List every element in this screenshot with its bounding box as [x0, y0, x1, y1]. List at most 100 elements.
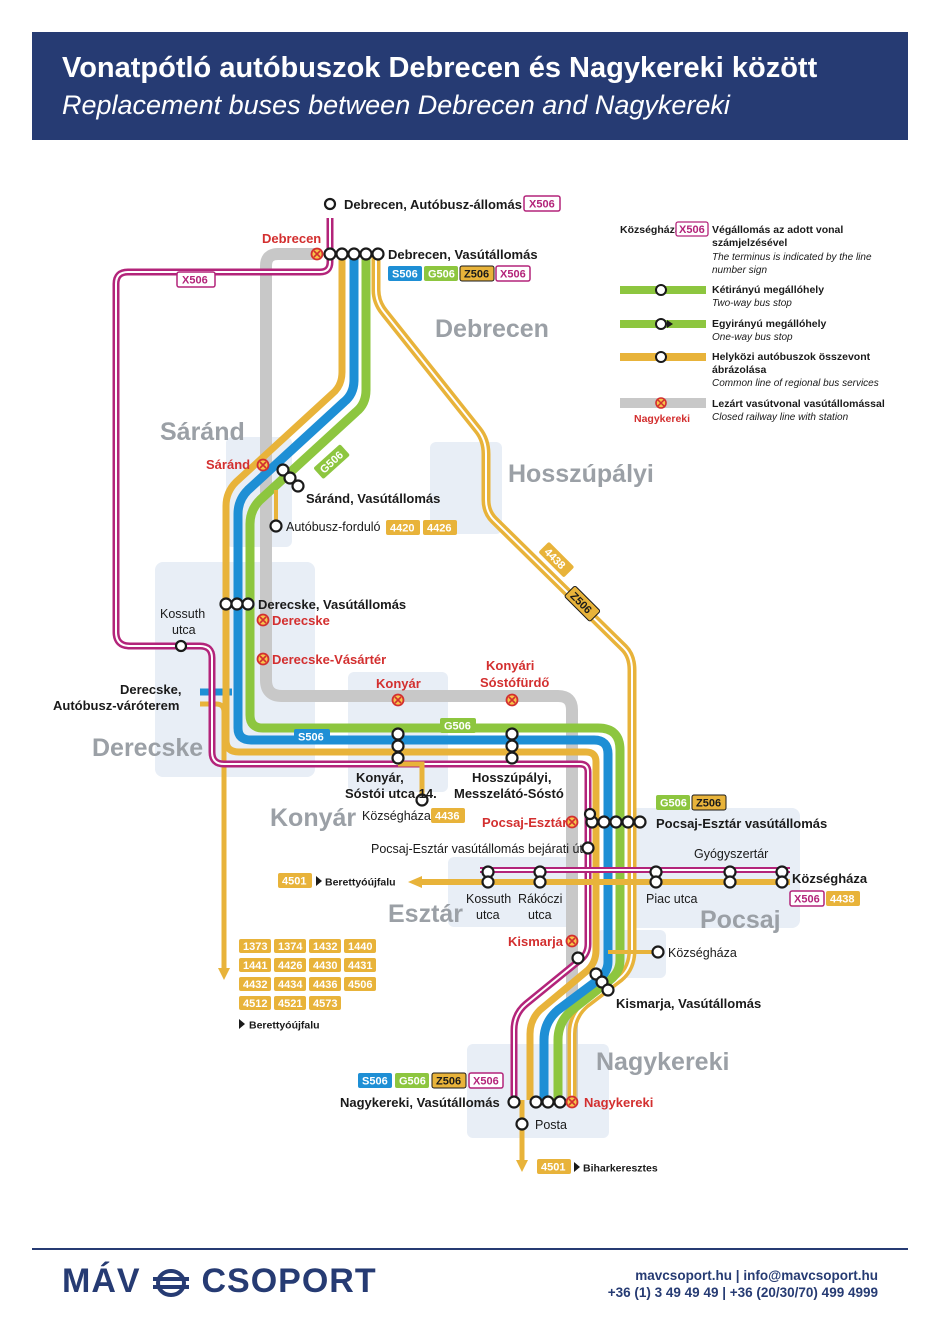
label-debrecen-rail: Debrecen, Vasútállomás — [388, 247, 538, 262]
badge-s506-route: S506 — [294, 729, 330, 744]
town-debrecen: Debrecen — [435, 315, 549, 343]
badges-nagykereki-rail: S506 G506 Z506 X506 — [358, 1072, 504, 1089]
town-hosszupalyi: Hosszúpályi — [508, 460, 654, 488]
svg-text:X506: X506 — [500, 269, 526, 281]
label-gyogyszertar: Gyógyszertár — [694, 847, 768, 861]
label-kossuth-1: Kossuth — [160, 607, 205, 621]
legend-terminus-badge: X506 — [679, 224, 705, 236]
contact-phone[interactable]: +36 (1) 3 49 49 49 | +36 (20/30/70) 499 … — [607, 1285, 878, 1300]
svg-text:Z506: Z506 — [696, 798, 721, 810]
label-hosszupalyi-messz-1: Hosszúpályi, — [472, 770, 551, 785]
town-pocsaj: Pocsaj — [700, 906, 781, 934]
svg-text:1440: 1440 — [348, 941, 372, 953]
svg-text:X506: X506 — [529, 199, 555, 211]
svg-text:4506: 4506 — [348, 979, 372, 991]
svg-text:G506: G506 — [660, 798, 687, 810]
svg-text:4420: 4420 — [390, 523, 414, 535]
badge-x506-branch: X506 — [176, 271, 216, 288]
badges-pocsaj-kozseghaza: X506 4438 — [789, 890, 860, 907]
label-konyar-kozseghaza: Községháza — [362, 809, 431, 823]
mav-logo-icon — [153, 1269, 190, 1298]
svg-text:1432: 1432 — [313, 941, 337, 953]
legend-twoway-en: Two-way bus stop — [712, 298, 792, 309]
label-rakoczi-2: utca — [528, 908, 552, 922]
label-kossuth-utca-1: Kossuth — [466, 892, 511, 906]
footer-divider — [32, 1248, 908, 1250]
svg-text:4573: 4573 — [313, 998, 337, 1010]
regional-line-main — [222, 254, 600, 1100]
closed-stations — [256, 247, 579, 1109]
svg-text:G506: G506 — [444, 721, 471, 733]
svg-text:S506: S506 — [298, 732, 324, 744]
label-berettyoujfalu-1: Berettyóújfalu — [325, 877, 396, 889]
label-debrecen-bus: Debrecen, Autóbusz-állomás — [344, 197, 522, 212]
svg-text:1441: 1441 — [243, 960, 267, 972]
town-sarand: Sáránd — [160, 418, 245, 446]
label-rakoczi-1: Rákóczi — [518, 892, 562, 906]
legend-terminus-hu-1: Végállomás az adott vonal — [712, 224, 843, 236]
svg-text:4431: 4431 — [348, 960, 372, 972]
svg-text:Z506: Z506 — [464, 269, 489, 281]
label-kossuth-2: utca — [172, 623, 196, 637]
contact-block: mavcsoport.hu | info@mavcsoport.hu +36 (… — [608, 1267, 878, 1301]
svg-text:4436: 4436 — [435, 811, 459, 823]
badges-debrecen-rail: S506 G506 Z506 X506 — [388, 265, 531, 282]
label-konyar-sostoi-2: Sóstói utca 14. — [345, 786, 437, 801]
label-kossuth-utca-2: utca — [476, 908, 500, 922]
label-derecske-vasarter: Derecske-Vásártér — [272, 652, 386, 667]
label-biharkeresztes: Biharkeresztes — [583, 1163, 658, 1175]
label-berettyoujfalu-2: Berettyóújfalu — [249, 1020, 320, 1032]
badge-4436: 4436 — [431, 808, 465, 823]
label-derecske-bus-1: Derecske, — [120, 682, 181, 697]
label-kismarja-kozseghaza: Községháza — [668, 946, 737, 960]
logo-mav: MÁV — [62, 1262, 141, 1300]
label-nagykereki-closed: Nagykereki — [584, 1095, 653, 1110]
label-pocsaj-esztar-closed: Pocsaj-Esztár — [482, 815, 567, 830]
svg-text:4426: 4426 — [427, 523, 451, 535]
legend-regional-hu-1: Helyközi autóbuszok összevont — [712, 351, 871, 363]
svg-text:4430: 4430 — [313, 960, 337, 972]
g506-line — [245, 254, 625, 1100]
label-konyari-sosto-2: Sóstófürdő — [480, 675, 549, 690]
label-konyar-sostoi-1: Konyár, — [356, 770, 404, 785]
svg-text:X506: X506 — [182, 275, 208, 287]
badges-regional-list: 1373 1374 1432 1440 1441 4426 4430 4431 … — [239, 939, 376, 1010]
label-piac-utca: Piac utca — [646, 892, 697, 906]
badge-g506-route-2: G506 — [440, 718, 476, 733]
svg-text:4521: 4521 — [278, 998, 302, 1010]
svg-text:4436: 4436 — [313, 979, 337, 991]
label-pocsaj-kozseghaza: Községháza — [792, 871, 868, 886]
svg-text:4501: 4501 — [282, 876, 306, 888]
label-nagykereki-rail: Nagykereki, Vasútállomás — [340, 1095, 500, 1110]
legend-closed-hu: Lezárt vasútvonal vasútállomással — [712, 398, 885, 410]
svg-text:X506: X506 — [794, 894, 820, 906]
town-esztar: Esztár — [388, 900, 463, 928]
contact-web-email[interactable]: mavcsoport.hu | info@mavcsoport.hu — [635, 1268, 878, 1283]
label-konyar-closed: Konyár — [376, 676, 421, 691]
route-map: Sáránd Debrecen Hosszúpályi Derecske Kon… — [53, 195, 885, 1175]
town-derecske: Derecske — [92, 734, 203, 762]
svg-text:S506: S506 — [392, 269, 418, 281]
label-posta: Posta — [535, 1118, 567, 1132]
label-konyari-sosto-1: Konyári — [486, 658, 534, 673]
legend-oneway-en: One-way bus stop — [712, 332, 793, 343]
badge-z506-route: Z506 — [564, 585, 601, 622]
town-nagykereki: Nagykereki — [596, 1048, 729, 1076]
regional-arrow-down — [218, 968, 230, 980]
label-derecske-bus-2: Autóbusz-váróterem — [53, 698, 179, 713]
label-derecske-rail: Derecske, Vasútállomás — [258, 597, 406, 612]
closed-railway-line — [260, 248, 578, 1100]
label-sarand-closed: Sáránd — [206, 457, 250, 472]
legend-regional-en: Common line of regional bus services — [712, 378, 879, 389]
label-hosszupalyi-messz-2: Messzelátó-Sóstó — [454, 786, 564, 801]
town-konyar: Konyár — [270, 804, 356, 832]
label-kismarja-closed: Kismarja — [508, 934, 564, 949]
badges-pocsaj-rail: G506 Z506 — [656, 794, 727, 811]
konyar-spur-4436 — [398, 761, 425, 800]
label-autobusz-fordulo: Autóbusz-forduló — [286, 520, 381, 534]
svg-text:4432: 4432 — [243, 979, 267, 991]
svg-text:G506: G506 — [399, 1076, 426, 1088]
title-english: Replacement buses between Debrecen and N… — [62, 90, 730, 120]
label-sarand-rail: Sáránd, Vasútállomás — [306, 491, 440, 506]
label-kismarja-rail: Kismarja, Vasútállomás — [616, 996, 761, 1011]
